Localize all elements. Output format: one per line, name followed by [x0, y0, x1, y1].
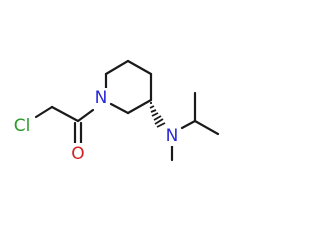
bond-cl-ch2 [34, 105, 54, 119]
bond-ring-c3-c4 [126, 59, 153, 76]
bond-ring-c5-c6 [126, 98, 153, 115]
ring-nitrogen-atom: N [93, 88, 109, 108]
bond-ch2-carbonyl [50, 105, 80, 123]
amine-nitrogen-atom: N [164, 126, 180, 146]
bond-isopropyl-methyl-right [193, 119, 220, 136]
atom-labels: Cl O N N [12, 88, 180, 164]
amine-nitrogen-label: N [166, 126, 179, 146]
bond-carbonyl-ring-n [76, 108, 95, 123]
bond-ring-c2-c3 [104, 59, 130, 76]
chlorine-atom: Cl [12, 115, 34, 136]
bonds [34, 59, 220, 162]
stereo-hash-bond [149, 102, 166, 128]
bond-amine-isopropyl [180, 119, 197, 130]
bond-ring-c6-n [109, 102, 130, 115]
chlorine-label: Cl [14, 116, 31, 136]
ring-nitrogen-label: N [95, 88, 108, 108]
molecule-diagram: Cl O N N [12, 59, 220, 164]
oxygen-label: O [71, 144, 84, 164]
oxygen-atom: O [70, 143, 86, 164]
